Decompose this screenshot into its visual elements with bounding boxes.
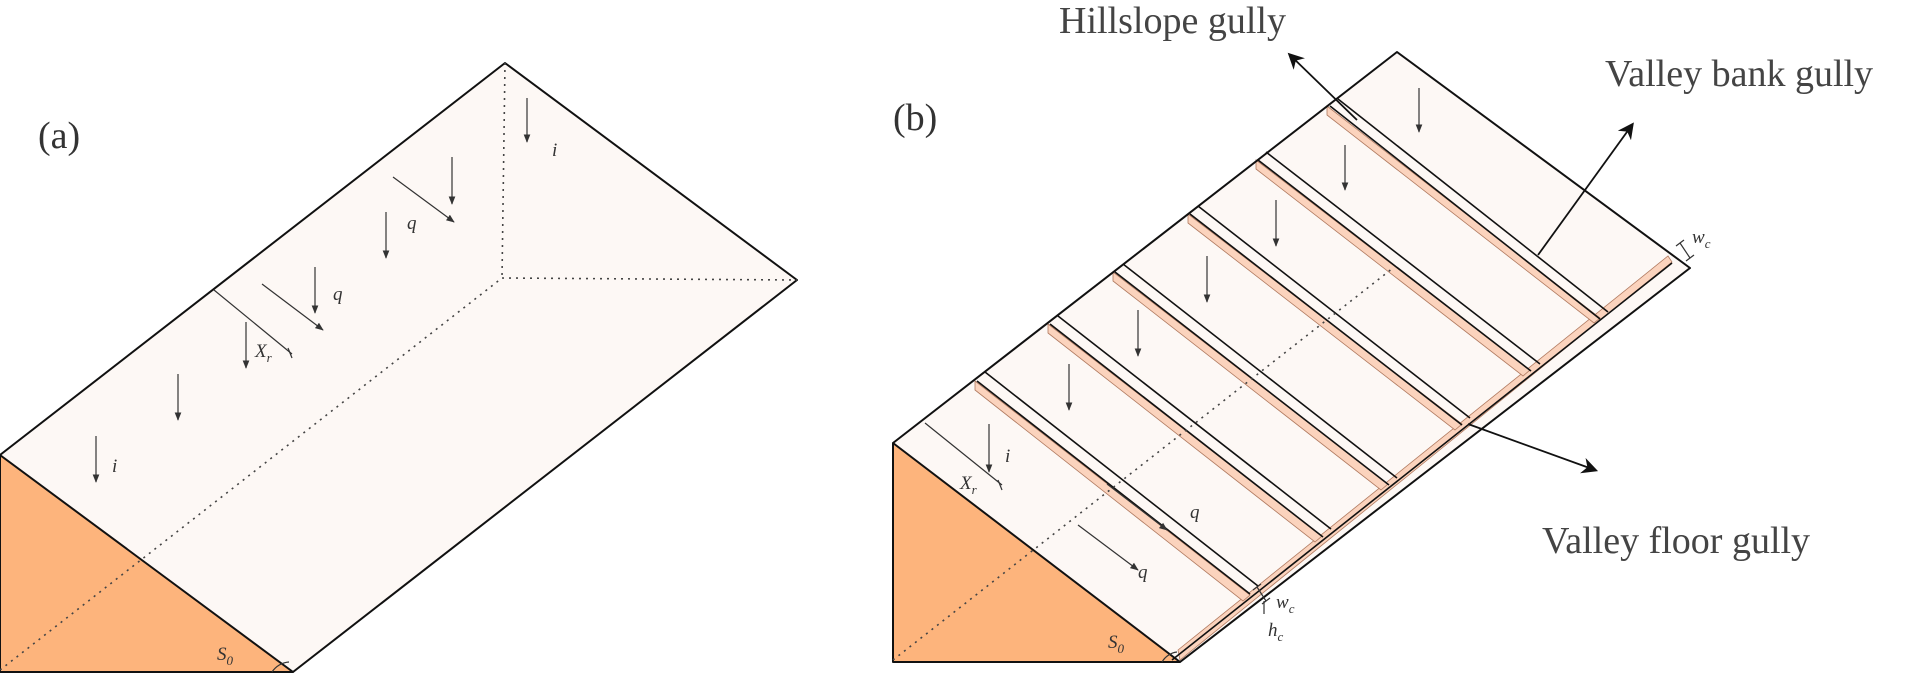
panel-a-xr-dimension xyxy=(213,289,293,355)
hillslope-gully-label: Hillslope gully xyxy=(1059,0,1286,42)
gully-line xyxy=(1057,315,1332,530)
panel-a-rain-symbol: i xyxy=(552,140,557,161)
panel-a-hidden-edge-right xyxy=(501,277,798,281)
panel-b-slope-symbol: S0 xyxy=(1108,632,1125,656)
gully-line xyxy=(1257,159,1532,372)
panel-b-outline xyxy=(892,51,1691,663)
panel-a-slope-arc xyxy=(271,661,290,673)
panel-a-xr-symbol: Xr xyxy=(254,341,273,365)
valley-floor-gully-strip xyxy=(1177,255,1673,661)
panel-b-rain-symbol: i xyxy=(1005,446,1010,467)
panel-b-wc-bottom-symbol: wc xyxy=(1276,592,1295,616)
valley-floor-gully-arrow xyxy=(1467,423,1599,474)
gully-line xyxy=(1122,263,1398,479)
gully-line xyxy=(1329,105,1601,320)
flow-arrow xyxy=(392,176,455,223)
gully-line xyxy=(1189,213,1463,426)
panel-b-top-face xyxy=(893,52,1690,662)
panel-b-xr-symbol: Xr xyxy=(959,473,978,497)
panel-b-wc-bottom-tick xyxy=(1252,583,1262,591)
panel-b-xr-tick xyxy=(997,479,1003,491)
panel-b: (b) xyxy=(892,0,1873,663)
panel-b-label: (b) xyxy=(893,97,937,139)
panel-a-top-face xyxy=(0,63,797,672)
panel-a-flow-symbol: q xyxy=(407,213,417,234)
panel-a-rain-symbol-lower: i xyxy=(112,456,117,477)
panel-a-slope-symbol: S0 xyxy=(217,644,234,668)
panel-b-wc-top-tick xyxy=(1675,239,1685,247)
panel-a-hidden-edge-vertical xyxy=(501,62,506,279)
gully-line xyxy=(1337,98,1609,313)
panel-a-hidden-edge xyxy=(0,277,503,671)
gully-line xyxy=(976,380,1251,595)
panel-b-wc-bottom-dimension xyxy=(1256,586,1267,602)
panel-a-xr-tick xyxy=(287,347,293,359)
panel-a: (a) S0 i i q q Xr xyxy=(0,62,798,673)
panel-b-wc-bottom-tick xyxy=(1261,597,1271,605)
panel-b-wc-top-symbol: wc xyxy=(1692,227,1711,251)
flow-arrow xyxy=(1077,524,1139,571)
gully-line xyxy=(1265,151,1541,365)
panel-b-hidden-edge xyxy=(892,267,1394,661)
panel-b-wc-top-dimension xyxy=(1679,242,1691,259)
gully-line xyxy=(984,371,1259,587)
flow-arrow xyxy=(1106,483,1168,531)
panel-a-label: (a) xyxy=(38,115,80,157)
panel-b-flow-symbol: q xyxy=(1190,502,1200,523)
panel-a-flow-symbol: q xyxy=(333,284,343,305)
valley-bank-gully-label: Valley bank gully xyxy=(1605,53,1873,95)
valley-floor-gully-edge xyxy=(1171,262,1673,661)
flow-arrow xyxy=(261,283,324,331)
panel-b-flow-symbol: q xyxy=(1138,562,1148,583)
panel-a-outline xyxy=(0,62,798,673)
panel-b-side-face xyxy=(892,442,1181,663)
hillslope-gully-arrow xyxy=(1287,52,1358,121)
panel-b-slope-arc xyxy=(1161,651,1178,663)
panel-b-xr-dimension xyxy=(924,422,1003,486)
valley-bank-gully-arrow xyxy=(1537,122,1634,256)
panel-a-side-face xyxy=(0,454,294,673)
panel-b-wc-top-tick xyxy=(1685,254,1695,262)
panel-b-hc-symbol: hc xyxy=(1268,620,1284,644)
hillslope-gullies xyxy=(974,98,1609,602)
gully-line xyxy=(1197,205,1471,419)
valley-floor-gully-label: Valley floor gully xyxy=(1542,520,1810,562)
